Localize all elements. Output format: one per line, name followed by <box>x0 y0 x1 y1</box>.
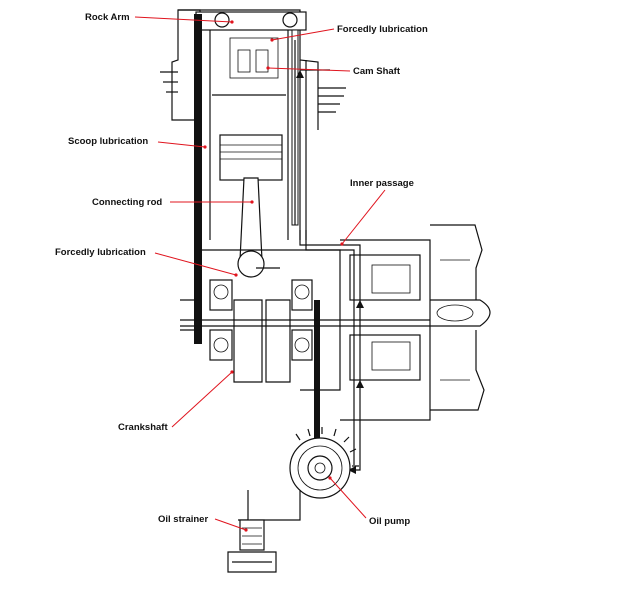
label-cam-shaft: Cam Shaft <box>353 66 401 77</box>
leader-cam-shaft <box>267 67 351 72</box>
oil-strainer <box>227 490 277 573</box>
clutch-housing <box>340 224 491 421</box>
connecting-rod <box>237 177 265 278</box>
labels: Rock Arm Forcedly lubrication Cam Shaft … <box>55 12 428 527</box>
oil-passages <box>256 60 364 474</box>
leader-forcedly-lubrication-lower <box>154 252 237 276</box>
piston <box>219 134 283 181</box>
leader-inner-passage <box>341 189 386 245</box>
leader-scoop-lubrication <box>157 141 206 148</box>
label-crankshaft: Crankshaft <box>118 422 168 433</box>
cylinder-body <box>209 30 289 240</box>
label-scoop-lubrication: Scoop lubrication <box>68 136 148 147</box>
oil-pump <box>250 427 359 521</box>
leader-forcedly-lubrication-top <box>271 28 335 41</box>
label-rock-arm: Rock Arm <box>85 12 130 23</box>
label-forcedly-lubrication-lower: Forcedly lubrication <box>55 247 146 258</box>
leader-lines <box>134 16 386 532</box>
leader-oil-pump <box>329 477 367 519</box>
label-connecting-rod: Connecting rod <box>92 197 162 208</box>
crankcase <box>180 249 430 391</box>
leader-oil-strainer <box>214 518 247 531</box>
label-forcedly-lubrication-top: Forcedly lubrication <box>337 24 428 35</box>
label-oil-pump: Oil pump <box>369 516 410 527</box>
leader-rock-arm <box>134 16 233 23</box>
leader-crankshaft <box>171 371 233 428</box>
label-oil-strainer: Oil strainer <box>158 514 208 525</box>
label-inner-passage: Inner passage <box>350 178 414 189</box>
